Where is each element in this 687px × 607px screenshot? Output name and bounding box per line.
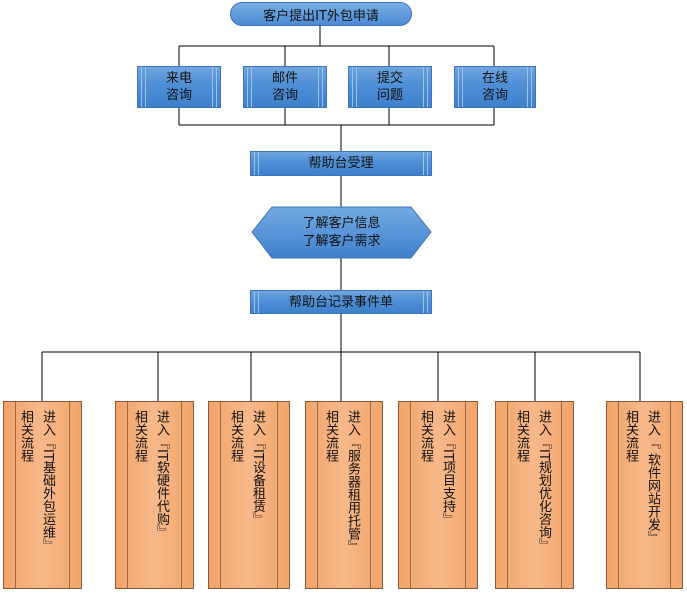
channel-email: 邮件咨询 — [243, 66, 327, 108]
start-node-label: 客户提出IT外包申请 — [263, 8, 379, 24]
process-project-support: 进入『IT项目支持』相关流程 — [398, 401, 478, 589]
process-label: 进入『IT设备租赁』相关流程 — [228, 410, 265, 526]
channel-label: 来电咨询 — [165, 71, 192, 103]
channel-submit: 提交问题 — [348, 66, 432, 108]
process-label: 进入『IT规划优化咨询』相关流程 — [514, 410, 551, 552]
understand-label: 了解客户信息了解客户需求 — [302, 215, 381, 249]
process-label: 进入『IT基础外包运维』相关流程 — [18, 410, 55, 552]
process-label: 进入『 软件网站开发』相关流程 — [623, 410, 660, 545]
accept-node-label: 帮助台受理 — [308, 156, 374, 171]
process-procurement: 进入『IT软硬件代购』相关流程 — [115, 401, 194, 589]
start-node: 客户提出IT外包申请 — [230, 2, 412, 26]
process-leasing: 进入『IT设备租赁』相关流程 — [208, 401, 290, 589]
process-it-ops: 进入『IT基础外包运维』相关流程 — [3, 401, 82, 589]
process-label: 进入『IT软硬件代购』相关流程 — [132, 410, 169, 539]
channel-phone: 来电咨询 — [137, 66, 221, 108]
record-node: 帮助台记录事件单 — [250, 290, 432, 314]
understand-node: 了解客户信息了解客户需求 — [252, 207, 431, 258]
process-label: 进入『IT项目支持』相关流程 — [418, 410, 455, 526]
channel-label: 邮件咨询 — [271, 71, 298, 103]
understand-hexagon-shape — [251, 206, 432, 259]
channel-label: 提交问题 — [376, 71, 403, 103]
accept-node: 帮助台受理 — [250, 151, 432, 176]
process-consulting: 进入『IT规划优化咨询』相关流程 — [495, 401, 574, 589]
process-software-dev: 进入『 软件网站开发』相关流程 — [606, 401, 683, 589]
process-label: 进入『服务器租用托管』相关流程 — [323, 410, 360, 553]
channel-online: 在线咨询 — [454, 66, 536, 108]
channel-label: 在线咨询 — [481, 71, 508, 103]
record-node-label: 帮助台记录事件单 — [288, 294, 393, 310]
process-hosting: 进入『服务器租用托管』相关流程 — [305, 401, 383, 589]
